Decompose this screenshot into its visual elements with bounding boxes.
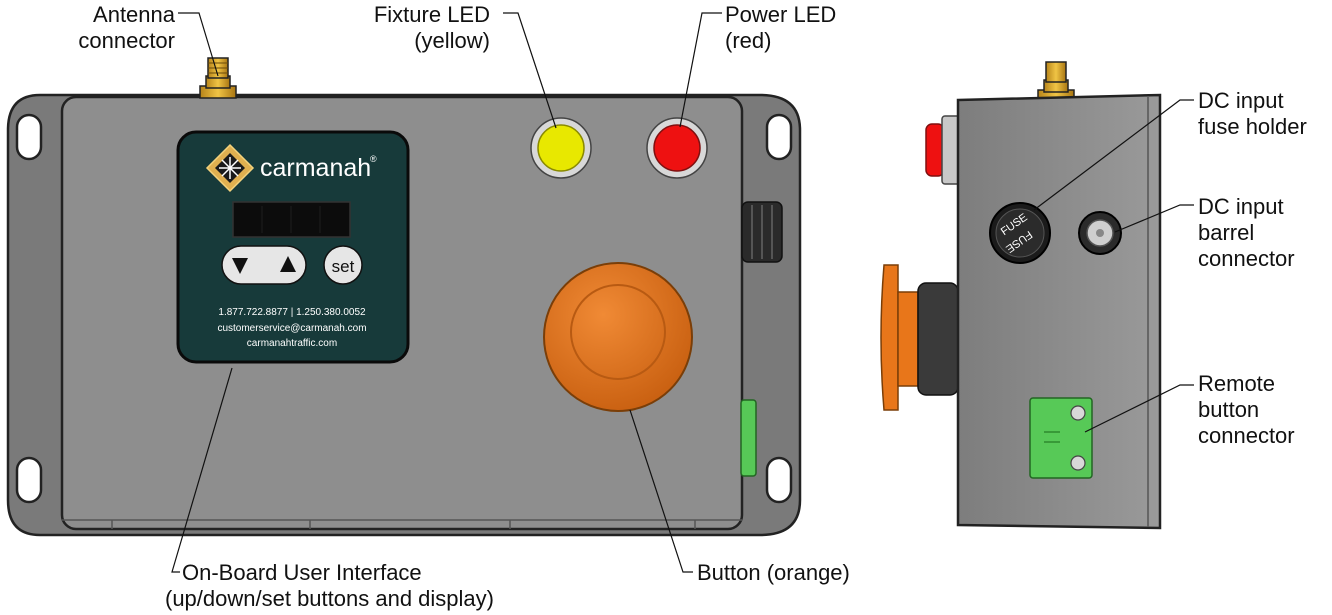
power-led-red <box>646 117 708 179</box>
antenna-connector-side <box>1037 61 1075 101</box>
callout-power-led-line2: (red) <box>725 28 771 53</box>
callout-fixture-led-line1: Fixture LED <box>374 2 490 27</box>
callout-remote-button-line3: connector <box>1198 423 1295 448</box>
cable-gland <box>741 201 783 263</box>
up-arrow-icon[interactable] <box>280 256 296 272</box>
callout-dc-fuse-line1: DC input <box>1198 88 1284 113</box>
carmanah-logo-icon <box>205 143 255 193</box>
panel-phone: 1.877.722.8877 | 1.250.380.0052 <box>218 307 366 318</box>
orange-button-side <box>880 264 959 411</box>
set-button-label: set <box>332 257 355 276</box>
power-led-side <box>925 115 961 185</box>
callout-dc-fuse-line2: fuse holder <box>1198 114 1307 139</box>
front-view: carmanah ® set 1.877.722.8877 | 1.250.38… <box>6 57 802 537</box>
panel-website: carmanahtraffic.com <box>247 338 337 349</box>
mounting-slot <box>15 456 43 504</box>
mounting-slot <box>765 113 793 161</box>
side-view: FUSE FUSE <box>880 61 1162 530</box>
up-down-buttons[interactable] <box>221 245 307 285</box>
callout-dc-barrel-line3: connector <box>1198 246 1295 271</box>
mounting-slot <box>15 113 43 161</box>
brand-name: carmanah <box>260 154 371 182</box>
set-button[interactable]: set <box>323 245 363 285</box>
callout-orange-button: Button (orange) <box>697 560 850 585</box>
brand-registered-mark: ® <box>370 154 377 164</box>
panel-email: customerservice@carmanah.com <box>217 323 366 334</box>
callout-dc-barrel-line2: barrel <box>1198 220 1254 245</box>
mounting-slot <box>765 456 793 504</box>
antenna-connector <box>199 57 237 99</box>
callout-remote-button-line1: Remote <box>1198 371 1275 396</box>
callout-ui-line1: On-Board User Interface <box>182 560 422 585</box>
callout-antenna-line2: connector <box>78 28 175 53</box>
callout-antenna-line1: Antenna <box>93 2 176 27</box>
fuse-holder: FUSE FUSE <box>989 202 1051 264</box>
callout-fixture-led-line2: (yellow) <box>414 28 490 53</box>
callout-remote-button-line2: button <box>1198 397 1259 422</box>
callout-ui-line2: (up/down/set buttons and display) <box>165 586 494 611</box>
user-interface-panel: carmanah ® set 1.877.722.8877 | 1.250.38… <box>176 130 410 364</box>
barrel-connector <box>1078 211 1122 255</box>
callout-dc-barrel-line1: DC input <box>1198 194 1284 219</box>
callout-power-led-line1: Power LED <box>725 2 836 27</box>
callout-labels: Antenna connector Fixture LED (yellow) P… <box>78 2 1306 611</box>
orange-button[interactable] <box>543 262 693 412</box>
fixture-led-yellow <box>530 117 592 179</box>
remote-button-connector <box>1029 397 1093 479</box>
remote-button-connector-edge <box>740 399 757 477</box>
down-arrow-icon[interactable] <box>232 258 248 274</box>
leader-lines <box>171 12 1194 573</box>
